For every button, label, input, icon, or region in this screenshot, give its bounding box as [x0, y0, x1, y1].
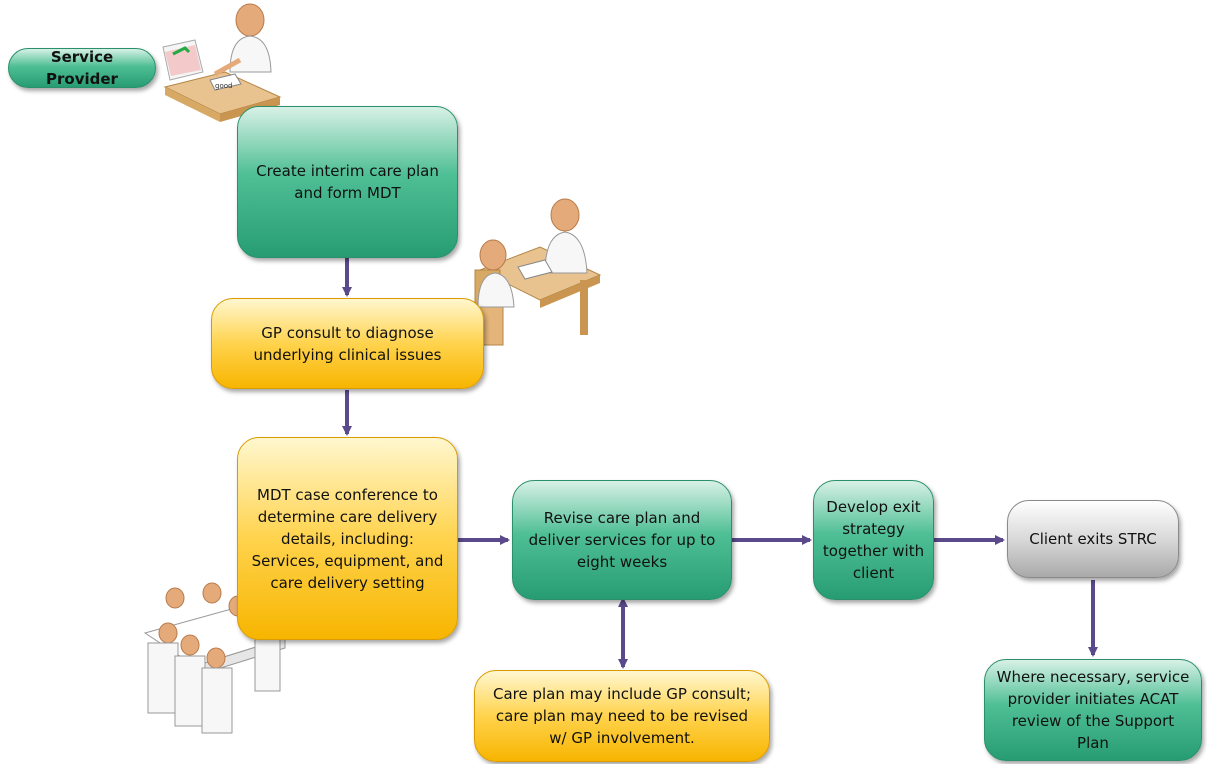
person-at-desk-icon: good	[162, 3, 282, 122]
revise-care-plan-text: Revise care plan and deliver services fo…	[528, 509, 716, 571]
exit-strategy-box: Develop exit strategy together with clie…	[813, 480, 934, 600]
gp-involvement-note-text: Care plan may include GP consult; care p…	[492, 685, 751, 747]
mdt-conference-box: MDT case conference to determine care de…	[237, 437, 458, 640]
acat-review-box: Where necessary, service provider initia…	[984, 659, 1202, 761]
revise-care-plan-box: Revise care plan and deliver services fo…	[512, 480, 732, 600]
gp-involvement-note-box: Care plan may include GP consult; care p…	[474, 670, 770, 762]
gp-consult-box: GP consult to diagnose underlying clinic…	[211, 298, 484, 389]
create-care-plan-text: Create interim care plan and form MDT	[256, 162, 439, 202]
acat-review-text: Where necessary, service provider initia…	[996, 668, 1190, 752]
service-provider-label: Service Provider	[8, 48, 156, 88]
exit-strategy-text: Develop exit strategy together with clie…	[822, 498, 925, 582]
mdt-conference-text: MDT case conference to determine care de…	[251, 485, 444, 592]
gp-consult-text: GP consult to diagnose underlying clinic…	[253, 323, 442, 364]
desk-label: good	[215, 82, 232, 90]
create-care-plan-box: Create interim care plan and form MDT	[237, 106, 458, 258]
client-exits-box: Client exits STRC	[1007, 500, 1179, 578]
doctor-consult-icon	[467, 198, 602, 346]
client-exits-text: Client exits STRC	[1029, 530, 1157, 548]
service-provider-text: Service Provider	[46, 48, 118, 88]
